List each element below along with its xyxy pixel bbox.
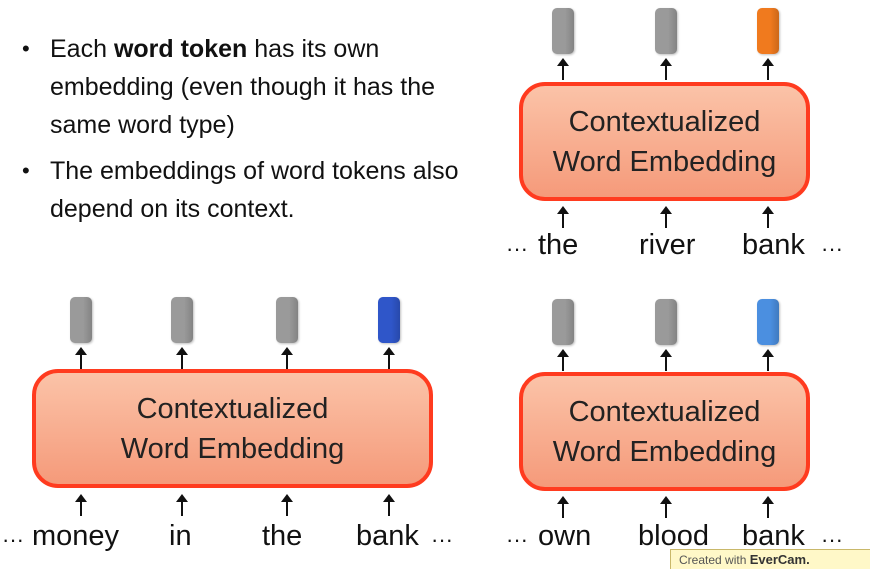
arrow-up: [176, 347, 188, 369]
embedding-vector: [655, 299, 677, 345]
token-word: bank: [742, 520, 805, 552]
ellipsis-right: ···: [821, 527, 843, 552]
arrow-up: [660, 496, 672, 518]
bullet-1-post: has its own embedding (even though it ha…: [50, 35, 435, 139]
watermark-prefix: Created with: [679, 553, 750, 567]
contextualized-embedding-box: Contextualized Word Embedding: [519, 82, 810, 201]
watermark-brand: EverCam.: [749, 552, 810, 567]
bullet-1-pre: Each: [50, 35, 114, 63]
arrow-up: [383, 347, 395, 369]
bullet-1-bold: word token: [113, 35, 248, 63]
arrow-up: [176, 494, 188, 516]
box-label-line1: Contextualized: [136, 392, 329, 425]
bullet-marker: •: [22, 36, 30, 61]
arrow-up: [383, 494, 395, 516]
token-word: money: [32, 520, 120, 552]
contextualized-embedding-box: Contextualized Word Embedding: [32, 369, 433, 488]
arrow-up: [762, 58, 774, 80]
arrow-up: [762, 496, 774, 518]
arrow-up: [762, 349, 774, 371]
ellipsis-left: ···: [2, 527, 24, 552]
arrow-up: [557, 206, 569, 228]
bullet-2-pre: The embeddings of word tokens also depen…: [50, 157, 459, 223]
arrow-up: [660, 206, 672, 228]
box-label-line2: Word Embedding: [552, 435, 777, 468]
token-word: the: [262, 520, 303, 552]
arrow-up: [281, 347, 293, 369]
contextualized-embedding-box: Contextualized Word Embedding: [519, 372, 810, 491]
arrow-up: [75, 347, 87, 369]
box-label-line2: Word Embedding: [120, 432, 345, 465]
evercam-watermark: Created with EverCam.: [670, 549, 870, 569]
embedding-vector-bank: [757, 8, 779, 54]
token-word: bank: [742, 229, 805, 261]
arrow-up: [762, 206, 774, 228]
bullet-item: • The embeddings of word tokens also dep…: [22, 152, 492, 228]
embedding-vector: [171, 297, 193, 343]
ellipsis-right: ···: [821, 236, 843, 261]
arrow-up: [557, 58, 569, 80]
arrow-up: [557, 349, 569, 371]
arrow-up: [660, 58, 672, 80]
embedding-vector: [276, 297, 298, 343]
token-word: own: [538, 520, 592, 552]
token-word: the: [538, 229, 579, 261]
embedding-vector-bank: [378, 297, 400, 343]
box-label-line1: Contextualized: [568, 105, 761, 138]
bullet-marker: •: [22, 158, 30, 183]
arrow-up: [557, 496, 569, 518]
embedding-vector: [552, 8, 574, 54]
token-word: bank: [356, 520, 419, 552]
token-word: in: [169, 520, 192, 552]
arrow-up: [281, 494, 293, 516]
arrow-up: [660, 349, 672, 371]
ellipsis-left: ···: [506, 236, 528, 261]
box-label-line2: Word Embedding: [552, 145, 777, 178]
bullet-list: • Each word token has its own embedding …: [22, 30, 492, 236]
embedding-vector: [70, 297, 92, 343]
embedding-vector: [655, 8, 677, 54]
ellipsis-right: ···: [431, 527, 453, 552]
token-word: blood: [638, 520, 709, 552]
token-word: river: [639, 229, 696, 261]
arrow-up: [75, 494, 87, 516]
embedding-vector-bank: [757, 299, 779, 345]
ellipsis-left: ···: [506, 527, 528, 552]
embedding-vector: [552, 299, 574, 345]
box-label-line1: Contextualized: [568, 395, 761, 428]
bullet-item: • Each word token has its own embedding …: [22, 30, 492, 144]
